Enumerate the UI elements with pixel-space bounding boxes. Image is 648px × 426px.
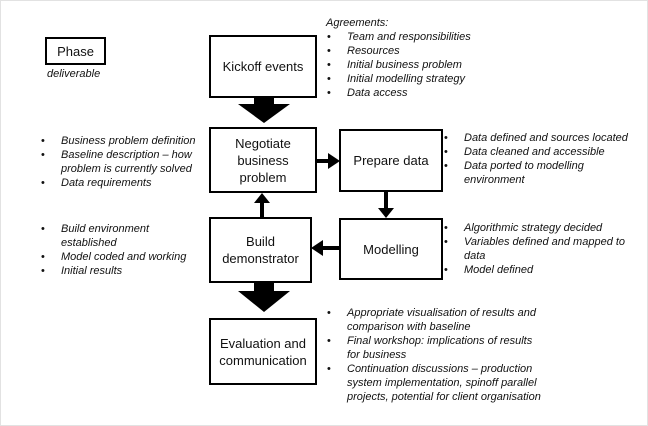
list-item: Initial results [40, 264, 205, 278]
phase-evaluation-communication: Evaluation and communication [209, 318, 317, 385]
list-item: Final workshop: implications of results … [326, 334, 566, 362]
list-item: Initial business problem [326, 58, 506, 72]
list-item: Data cleaned and accessible [443, 145, 641, 159]
phase-modelling-label: Modelling [363, 241, 419, 257]
phase-build-label: Build demonstrator [222, 234, 299, 266]
list-item: Data defined and sources located [443, 131, 641, 145]
list-item: Data ported to modelling environment [443, 159, 641, 187]
phase-prepare-label: Prepare data [353, 153, 429, 168]
phase-kickoff-events: Kickoff events [209, 35, 317, 98]
arrow-prepare-to-modelling [378, 192, 394, 218]
legend-phase-label: Phase [57, 43, 94, 59]
list-item: Baseline description – how problem is cu… [40, 148, 210, 176]
list-item: Build environment established [40, 222, 205, 250]
phase-build-demonstrator: Build demonstrator [209, 217, 312, 283]
list-item: Data requirements [40, 176, 210, 190]
list-item: Resources [326, 44, 506, 58]
list-item: Model defined [443, 263, 641, 277]
arrow-build-to-negotiate [254, 193, 270, 217]
list-item: Team and responsibilities [326, 30, 506, 44]
deliverables-prepare: Data defined and sources located Data cl… [443, 131, 641, 187]
arrow-kickoff-to-negotiate [238, 95, 290, 123]
legend-phase-box: Phase [45, 37, 106, 65]
list-item: Business problem definition [40, 134, 210, 148]
legend-deliverable-label: deliverable [47, 68, 101, 80]
deliverables-build: Build environment established Model code… [40, 222, 205, 278]
arrow-negotiate-to-prepare [316, 153, 340, 169]
list-item: Continuation discussions – production sy… [326, 362, 566, 404]
deliverables-negotiate: Business problem definition Baseline des… [40, 134, 210, 190]
arrow-build-to-evaluation [238, 283, 290, 312]
phase-evaluation-label: Evaluation and communication [219, 335, 307, 368]
list-item: Data access [326, 86, 506, 100]
phase-modelling: Modelling [339, 218, 443, 280]
deliverables-kickoff-heading: Agreements: [326, 17, 389, 29]
list-item: Initial modelling strategy [326, 72, 506, 86]
arrow-modelling-to-build [311, 240, 339, 256]
phase-negotiate-business-problem: Negotiate business problem [209, 127, 317, 193]
phase-kickoff-label: Kickoff events [222, 59, 304, 74]
list-item: Appropriate visualisation of results and… [326, 306, 566, 334]
deliverables-evaluation: Appropriate visualisation of results and… [326, 306, 566, 404]
phase-prepare-data: Prepare data [339, 129, 443, 192]
phase-negotiate-label: Negotiate business problem [235, 135, 291, 185]
list-item: Algorithmic strategy decided [443, 221, 641, 235]
deliverables-kickoff: Agreements: Team and responsibilities Re… [326, 16, 506, 100]
list-item: Variables defined and mapped to data [443, 235, 641, 263]
deliverables-modelling: Algorithmic strategy decided Variables d… [443, 221, 641, 277]
list-item: Model coded and working [40, 250, 205, 264]
